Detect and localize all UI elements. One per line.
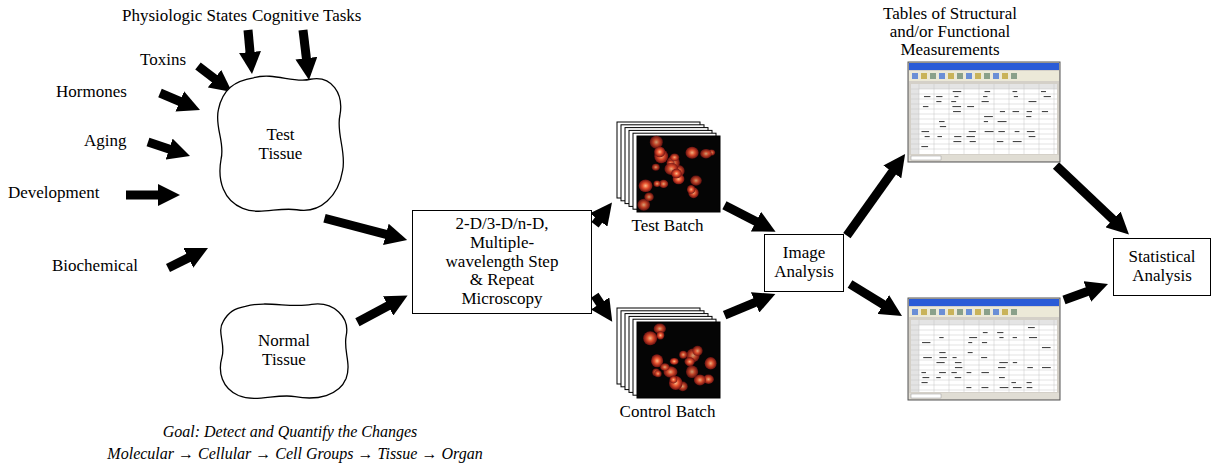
image-stack: Test Batch <box>615 122 720 212</box>
stimulus-label: Biochemical <box>52 256 138 276</box>
stimulus-label: Hormones <box>56 82 127 102</box>
data-table: Tables of Structural and/or Functional M… <box>908 62 1060 162</box>
node-caption: Test Batch <box>632 217 704 236</box>
block-arrow <box>198 66 216 80</box>
node-label: 2-D/3-D/n-D, Multiple-wavelength Step & … <box>441 215 563 308</box>
flow-arrow <box>595 295 602 305</box>
node-caption: Control Batch <box>620 403 716 422</box>
stimulus-label: Aging <box>84 131 127 151</box>
micrograph-stack <box>615 122 720 212</box>
process-box: 2-D/3-D/n-D, Multiple-wavelength Step & … <box>412 210 592 314</box>
tissue-blob: Test Tissue <box>213 72 348 217</box>
block-arrow <box>160 93 182 102</box>
process-box: Image Analysis <box>764 234 844 292</box>
image-stack: Control Batch <box>615 308 720 398</box>
flow-arrow <box>324 218 388 235</box>
scale-note: Molecular → Cellular → Cell Groups → Tis… <box>30 445 560 463</box>
goal-note: Goal: Detect and Quantify the Changes <box>40 423 540 441</box>
stimulus-label: Cognitive Tasks <box>252 6 361 26</box>
input-arrows <box>126 30 1089 306</box>
stimulus-label: Physiologic States <box>122 6 247 26</box>
micrograph-stack <box>615 308 720 398</box>
block-arrow <box>168 257 190 268</box>
stimulus-label: Development <box>8 183 100 203</box>
block-arrow <box>1064 291 1089 300</box>
block-arrow <box>850 284 885 306</box>
node-label: Image Analysis <box>770 244 838 281</box>
flow-arrow <box>725 302 757 316</box>
spreadsheet-icon <box>908 62 1060 162</box>
flow-arrow <box>357 305 390 322</box>
spreadsheet-icon <box>908 298 1060 400</box>
node-label: Normal Tissue <box>251 332 317 369</box>
node-label: Statistical Analysis <box>1117 248 1207 285</box>
tissue-blob: Normal Tissue <box>215 298 353 404</box>
flow-arrow <box>724 205 758 222</box>
stimulus-label: Toxins <box>140 50 186 70</box>
node-caption: Tables of Structural and/or Functional M… <box>865 5 1035 59</box>
flow-arrow <box>1056 165 1115 221</box>
flow-arrow <box>847 170 894 236</box>
process-box: Statistical Analysis <box>1113 238 1211 296</box>
node-label: Test Tissue <box>253 126 308 163</box>
block-arrow <box>148 142 171 150</box>
block-arrow <box>126 191 160 200</box>
flow-arrow <box>595 218 600 225</box>
block-arrow <box>248 30 250 54</box>
block-arrow <box>303 30 307 60</box>
